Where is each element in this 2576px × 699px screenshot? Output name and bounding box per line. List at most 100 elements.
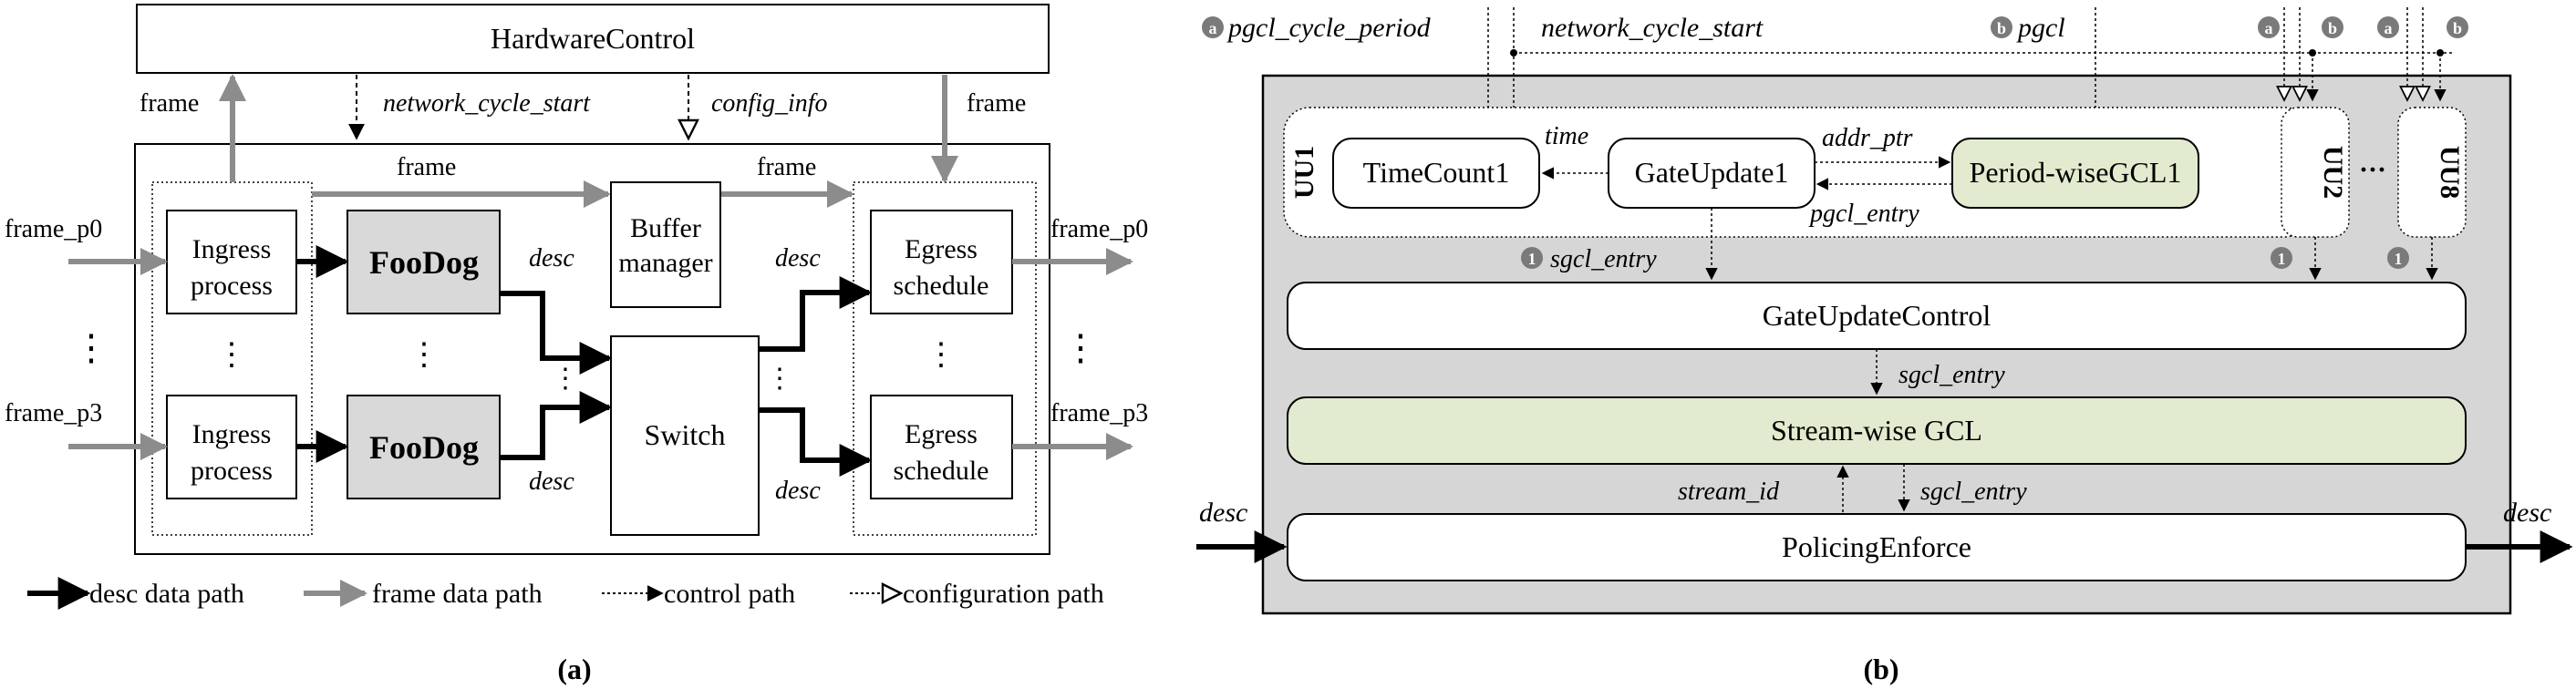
badge-1-uu8: 1 <box>2387 247 2409 269</box>
gateupdate-label: GateUpdate1 <box>1635 156 1789 189</box>
svg-text:1: 1 <box>1528 250 1536 268</box>
uu1-sgcl-entry-label: sgcl_entry <box>1550 245 1657 273</box>
badge-1-uu1: 1 <box>1521 247 1543 269</box>
uu2-label: UU2 <box>2318 146 2348 199</box>
port-in-vdots: ⋮ <box>73 327 109 368</box>
switch-egress-arrow-bottom <box>759 407 873 477</box>
egress-bottom-line1: Egress <box>905 419 978 449</box>
port-out-vdots: ⋮ <box>1062 327 1099 368</box>
streamwise-gcl-box <box>1287 396 2467 465</box>
svg-text:b: b <box>1997 19 2006 37</box>
addr-ptr-label: addr_ptr <box>1822 124 1913 152</box>
buffer-line2: manager <box>618 248 712 278</box>
switch-egress-vdots: ⋮ <box>766 364 793 394</box>
egress-top-line1: Egress <box>905 234 978 264</box>
network-cycle-start-b-label: network_cycle_start <box>1541 13 1764 43</box>
svg-text:1: 1 <box>2278 250 2286 268</box>
svg-text:b: b <box>2453 19 2462 37</box>
port-in-p0-label: frame_p0 <box>5 215 102 243</box>
svg-text:1: 1 <box>2395 250 2403 268</box>
pgcl-entry-label: pgcl_entry <box>1808 200 1919 228</box>
ingress-top-line2: process <box>191 271 273 301</box>
port-out-p0-label: frame_p0 <box>1050 215 1148 243</box>
svg-text:a: a <box>2385 19 2393 37</box>
ingress-process-box-top <box>166 210 297 314</box>
svg-text:a: a <box>1209 19 1217 37</box>
ingress-group <box>151 181 313 536</box>
uu2-box <box>2281 107 2350 238</box>
panel-a: HardwareControl network_cycle_start conf… <box>5 4 1148 685</box>
timecount-box <box>1332 138 1540 209</box>
badge-a-uu2: a <box>2258 16 2280 38</box>
streamwise-sgcl-label: sgcl_entry <box>1920 478 2027 506</box>
badge-b-uu8: b <box>2447 16 2468 38</box>
svg-text:b: b <box>2328 19 2337 37</box>
egress-schedule-box-bottom <box>870 395 1013 499</box>
frame-to-buffer-label: frame <box>397 153 456 181</box>
periodwise-gcl-box <box>1951 138 2199 209</box>
time-label: time <box>1545 122 1588 150</box>
ingress-vdots: ⋮ <box>216 338 247 372</box>
egress-vdots: ⋮ <box>926 338 957 372</box>
gateupdatecontrol-sgcl-label: sgcl_entry <box>1898 361 2005 389</box>
legend-control-label: control path <box>664 579 795 609</box>
panel-a-caption: (a) <box>557 653 591 685</box>
pgcl-cycle-period-label: pgcl_cycle_period <box>1226 13 1432 43</box>
frame-to-egress-label: frame <box>757 153 816 181</box>
buffer-line1: Buffer <box>630 213 701 243</box>
ingress-bottom-line1: Ingress <box>192 419 272 449</box>
desc-out-label: desc <box>2503 498 2551 528</box>
panel-b-caption: (b) <box>1863 653 1898 685</box>
legend-config-label: configuration path <box>903 579 1104 609</box>
badge-b-uu2: b <box>2322 16 2343 38</box>
port-in-p3-label: frame_p3 <box>5 399 102 427</box>
network-cycle-start-label: network_cycle_start <box>383 89 591 118</box>
desc-label-a2: desc <box>529 468 574 496</box>
foodog-top-label: FooDog <box>369 244 479 281</box>
uu1-label: UU1 <box>1289 146 1319 199</box>
switch-box <box>610 335 760 536</box>
desc-in-label: desc <box>1199 498 1247 528</box>
egress-bottom-line2: schedule <box>894 456 989 486</box>
config-info-label: config_info <box>711 89 828 118</box>
port-out-p3-label: frame_p3 <box>1050 399 1148 427</box>
gateupdatecontrol-label: GateUpdateControl <box>1763 299 1991 332</box>
badge-a-top: a <box>1202 16 1224 38</box>
foodog-bottom-label: FooDog <box>369 429 479 466</box>
egress-top-line2: schedule <box>894 271 989 301</box>
pgcl-label: pgcl <box>2016 13 2065 43</box>
timecount-label: TimeCount1 <box>1363 156 1510 189</box>
foodog-vdots: ⋮ <box>409 338 440 372</box>
egress-schedule-box-top <box>870 210 1013 314</box>
desc-label-a1: desc <box>529 244 574 272</box>
streamwise-gcl-label: Stream-wise GCL <box>1771 414 1982 447</box>
switch-label: Switch <box>645 418 726 451</box>
desc-label-a4: desc <box>775 477 821 505</box>
uu8-label: UU8 <box>2435 146 2465 199</box>
hardware-control-label: HardwareControl <box>491 22 695 55</box>
legend-frame-label: frame data path <box>372 579 543 609</box>
switch-egress-arrow-top <box>759 276 873 352</box>
badge-a-uu8: a <box>2377 16 2399 38</box>
panel-b: a pgcl_cycle_period network_cycle_start … <box>1196 7 2573 685</box>
foodog-switch-vdots: ⋮ <box>552 364 579 394</box>
badge-1-uu2: 1 <box>2271 247 2292 269</box>
legend: desc data path frame data path control p… <box>27 577 1104 610</box>
foodog-box-bottom <box>347 395 501 499</box>
buffer-manager-box <box>610 181 721 308</box>
svg-text:a: a <box>2265 19 2273 37</box>
uu8-box <box>2397 107 2467 238</box>
uu-ellipsis: ··· <box>2359 155 2386 185</box>
stream-id-label: stream_id <box>1678 478 1780 506</box>
policing-enforce-label: PolicingEnforce <box>1782 530 1971 563</box>
ingress-bottom-line2: process <box>191 456 273 486</box>
badge-b-top: b <box>1991 16 2012 38</box>
hardware-control-box <box>136 4 1050 74</box>
foodog-box-top <box>347 210 501 314</box>
desc-label-a3: desc <box>775 244 821 272</box>
foodog-switch-arrow-bottom <box>500 391 613 460</box>
frame-down-label: frame <box>967 89 1026 118</box>
legend-desc-label: desc data path <box>89 579 244 609</box>
periodwise-gcl-label: Period-wiseGCL1 <box>1970 156 2182 189</box>
